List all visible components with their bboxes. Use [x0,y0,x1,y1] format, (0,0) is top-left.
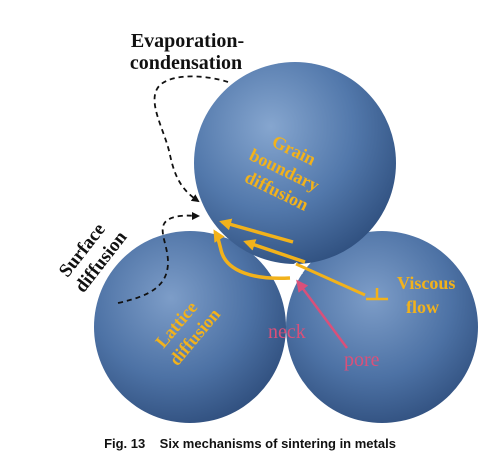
dislocation-symbol-icon [366,288,388,301]
lattice-diffusion-arrow [213,229,291,281]
viscous-flow-label: Viscous flow [397,273,460,317]
grain-boundary-arrow-lower [243,239,306,264]
pore-arrow [296,279,349,349]
viscous-flow-line [295,262,366,297]
sphere-bottom-right [286,231,478,423]
neck-label: neck [268,321,306,343]
surface-diffusion-arrow [117,211,200,304]
neck-pointer [287,262,303,274]
figure-caption: Fig. 13 Six mechanisms of sintering in m… [104,436,396,451]
grain-boundary-arrow-upper [219,218,294,244]
evaporation-condensation-label: Evaporation- condensation [130,30,249,74]
pore-label: pore [344,349,380,371]
evaporation-condensation-arrow [153,75,229,203]
sphere-bottom-left [94,231,286,423]
sphere-top [194,62,396,264]
